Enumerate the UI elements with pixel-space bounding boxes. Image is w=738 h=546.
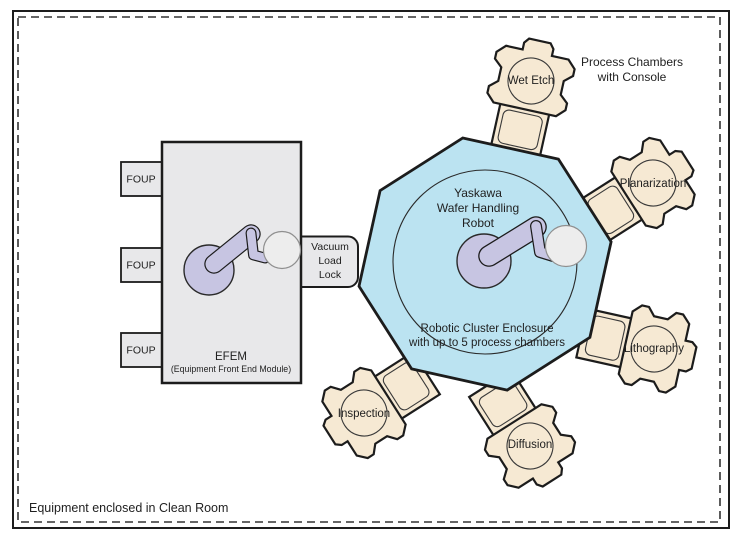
enclosure-label-line-2: with up to 5 process chambers: [408, 337, 565, 349]
robot-label-line-3: Robot: [462, 216, 495, 230]
wafer: [262, 230, 302, 270]
robot-label-line-1: Yaskawa: [454, 186, 502, 200]
robot-label-line-2: Wafer Handling: [437, 201, 519, 215]
chamber-planarization-label: Planarization: [620, 178, 686, 190]
foup-3-label: FOUP: [126, 345, 155, 357]
chamber-wet-etch-label: Wet Etch: [508, 75, 554, 87]
robot-arm-fill: [479, 217, 546, 266]
efem-wafer-robot-icon: [183, 224, 302, 296]
clean-room-note: Equipment enclosed in Clean Room: [29, 501, 228, 515]
efem-title: EFEM: [215, 351, 247, 363]
enclosure-label-line-1: Robotic Cluster Enclosure: [421, 323, 554, 335]
chamber-diffusion-label: Diffusion: [508, 439, 553, 451]
process-chambers-note-line-2: with Console: [597, 70, 667, 84]
foup-2-label: FOUP: [126, 260, 155, 272]
foup-1: FOUP: [120, 161, 165, 197]
foup-3: FOUP: [120, 332, 165, 368]
robotic-cluster-enclosure: Yaskawa Wafer Handling Robot Robotic Clu…: [357, 136, 613, 392]
clean-room-dashed-border: [17, 16, 721, 523]
foup-1-label: FOUP: [126, 174, 155, 186]
chamber-inspection-label: Inspection: [338, 408, 390, 420]
efem: EFEM (Equipment Front End Module): [160, 140, 303, 385]
load-lock-line-2: Load: [318, 255, 342, 267]
load-lock-line-3: Lock: [319, 269, 342, 281]
robot-arm-fill: [205, 225, 260, 273]
wafer: [544, 224, 588, 268]
efem-subtitle: (Equipment Front End Module): [171, 364, 291, 374]
vacuum-load-lock-label: Vacuum Load Lock: [311, 241, 349, 281]
chamber-lithography-label: Lithography: [624, 343, 684, 355]
process-chambers-note-line-1: Process Chambers: [581, 55, 683, 69]
load-lock-line-1: Vacuum: [311, 241, 349, 253]
foup-2: FOUP: [120, 247, 165, 283]
chamber-wet-etch: [474, 31, 581, 164]
robot-wrist-fill: [246, 228, 270, 263]
cluster-wafer-robot-icon: [456, 216, 588, 289]
clean-room-outer-border: [12, 10, 730, 529]
